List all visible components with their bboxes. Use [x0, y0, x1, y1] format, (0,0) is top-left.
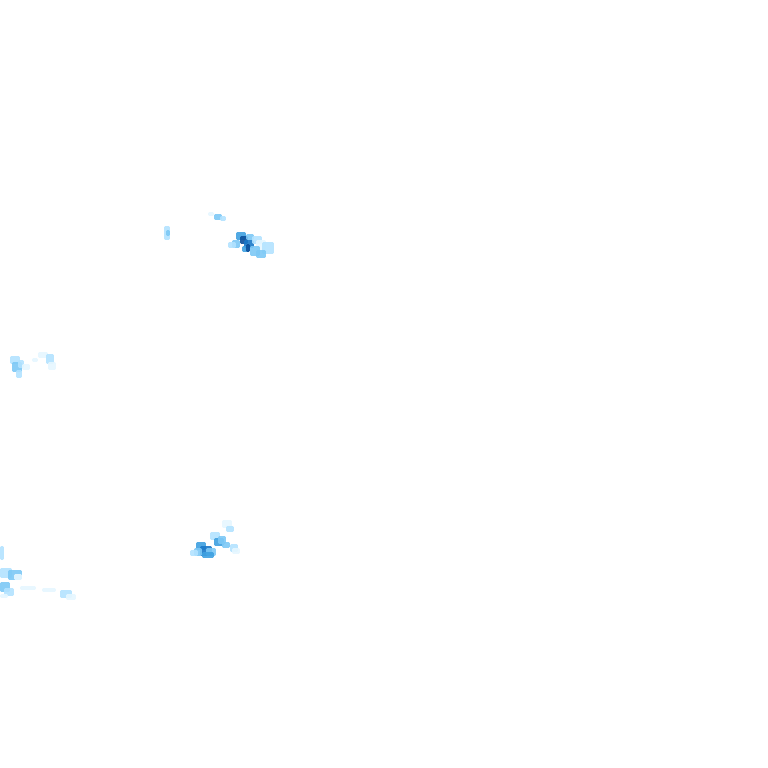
echo-cluster-southwest-edge	[0, 546, 76, 600]
echo-cell	[16, 370, 22, 378]
echo-cell	[48, 362, 56, 370]
echo-cluster-south	[190, 520, 240, 558]
echo-cell	[0, 594, 8, 598]
echo-cell	[228, 242, 236, 248]
echo-cell	[222, 542, 230, 548]
echo-cell	[38, 352, 48, 358]
echo-cell	[220, 216, 226, 221]
echo-cluster-west-small	[10, 352, 56, 378]
echo-cell	[202, 552, 214, 558]
echo-cell	[42, 588, 56, 592]
echo-cell	[208, 212, 214, 216]
echo-cell	[14, 574, 22, 580]
echo-cell	[226, 526, 234, 532]
echo-cell	[256, 250, 266, 258]
echo-cell	[190, 550, 198, 556]
echo-cell	[232, 548, 240, 554]
echo-cell	[246, 244, 250, 252]
echo-cell	[166, 230, 170, 236]
echo-cell	[66, 594, 76, 600]
echo-cell	[22, 364, 30, 370]
echo-cell	[46, 354, 54, 364]
echo-cell	[4, 588, 14, 596]
echo-cell	[32, 358, 38, 362]
echo-cluster-north	[164, 212, 274, 258]
echo-cell	[20, 586, 36, 590]
echo-cell	[0, 546, 4, 560]
